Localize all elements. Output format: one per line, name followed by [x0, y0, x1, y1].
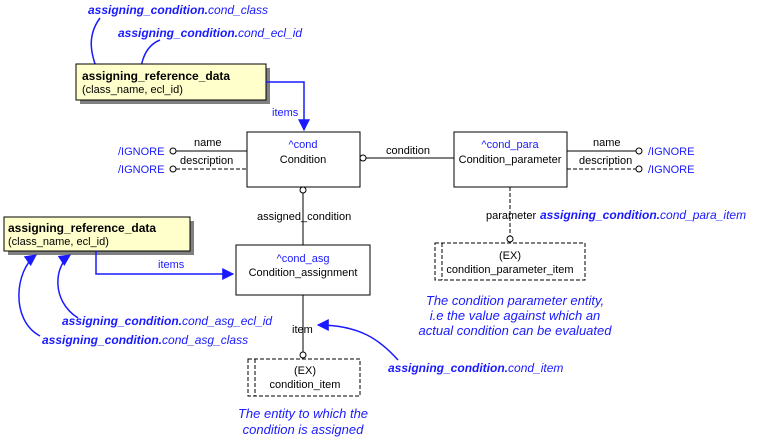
arrow-cond-item [316, 319, 399, 361]
circle-assigned-condition [299, 186, 307, 194]
annotation-cond-item: assigning_condition.cond_item [388, 361, 563, 375]
label-parameter: parameter [486, 210, 536, 222]
entity-condition-name: Condition [280, 154, 326, 166]
label-description-left: description [180, 155, 233, 167]
entity-condition-assignment: ^cond_asg Condition_assignment [235, 244, 371, 296]
entity-cpi-name: condition_parameter_item [446, 264, 573, 276]
ignore-left-2: /IGNORE [118, 164, 164, 176]
note-parameter-line-2: i.e the value against which an [430, 308, 601, 323]
entity-condition-parameter-ref: ^cond_para [481, 139, 539, 151]
entity-condition-ref: ^cond [288, 139, 317, 151]
ref-box-top-subtitle: (class_name, ecl_id) [82, 84, 183, 96]
arrow-items-top [266, 81, 310, 132]
arrow-cond-asg-class [18, 254, 41, 337]
ref-box-top: assigning_reference_data (class_name, ec… [75, 63, 270, 104]
arrow-items-left [95, 251, 235, 280]
entity-condition-item: (EX) condition_item [247, 358, 361, 397]
annotation-cond-ecl-id: assigning_condition.cond_ecl_id [118, 26, 302, 40]
note-item-line-2: condition is assigned [243, 422, 364, 437]
annotation-cond-asg-ecl-id: assigning_condition.cond_asg_ecl_id [62, 314, 272, 328]
ignore-left-1: /IGNORE [118, 146, 164, 158]
entity-condition-parameter: ^cond_para Condition_parameter [453, 131, 568, 188]
entity-condition-parameter-item: (EX) condition_parameter_item [434, 242, 586, 281]
ref-box-top-title: assigning_reference_data [82, 69, 230, 83]
note-item-line-1: The entity to which the [238, 406, 368, 421]
label-name-left: name [194, 137, 222, 149]
note-parameter-line-3: actual condition can be evaluated [419, 323, 613, 338]
circle-name-left [169, 147, 177, 155]
circle-condition [359, 154, 367, 162]
note-parameter-line-1: The condition parameter entity, [426, 293, 604, 308]
circle-item [299, 351, 307, 359]
ref-box-left-subtitle: (class_name, ecl_id) [8, 236, 109, 248]
ignore-right-1: /IGNORE [648, 146, 694, 158]
label-assigned-condition: assigned_condition [257, 211, 351, 223]
annotation-cond-asg-class: assigning_condition.cond_asg_class [42, 333, 248, 347]
ignore-right-2: /IGNORE [648, 164, 694, 176]
annotation-cond-class: assigning_condition.cond_class [88, 3, 268, 17]
label-description-right: description [579, 155, 632, 167]
label-name-right: name [593, 137, 621, 149]
entity-condition-parameter-name: Condition_parameter [459, 154, 562, 166]
circle-parameter [506, 235, 514, 243]
label-items-left: items [158, 259, 185, 271]
label-items-top: items [272, 107, 299, 119]
ref-box-left-title: assigning_reference_data [8, 221, 156, 235]
label-item: item [292, 324, 313, 336]
arrow-cond-asg-ecl-id [57, 254, 79, 319]
circle-name-right [635, 147, 643, 155]
circle-description-right [635, 165, 643, 173]
entity-condition-assignment-ref: ^cond_asg [277, 253, 330, 265]
annotation-cond-para-item: assigning_condition.cond_para_item [540, 208, 746, 222]
label-condition: condition [386, 145, 430, 157]
entity-condition: ^cond Condition [246, 131, 361, 188]
ref-box-left: assigning_reference_data (class_name, ec… [3, 216, 194, 255]
entity-ci-name: condition_item [270, 379, 341, 391]
entity-ci-tag: (EX) [294, 365, 316, 377]
circle-description-left [169, 165, 177, 173]
entity-condition-assignment-name: Condition_assignment [249, 267, 358, 279]
entity-cpi-tag: (EX) [499, 250, 521, 262]
